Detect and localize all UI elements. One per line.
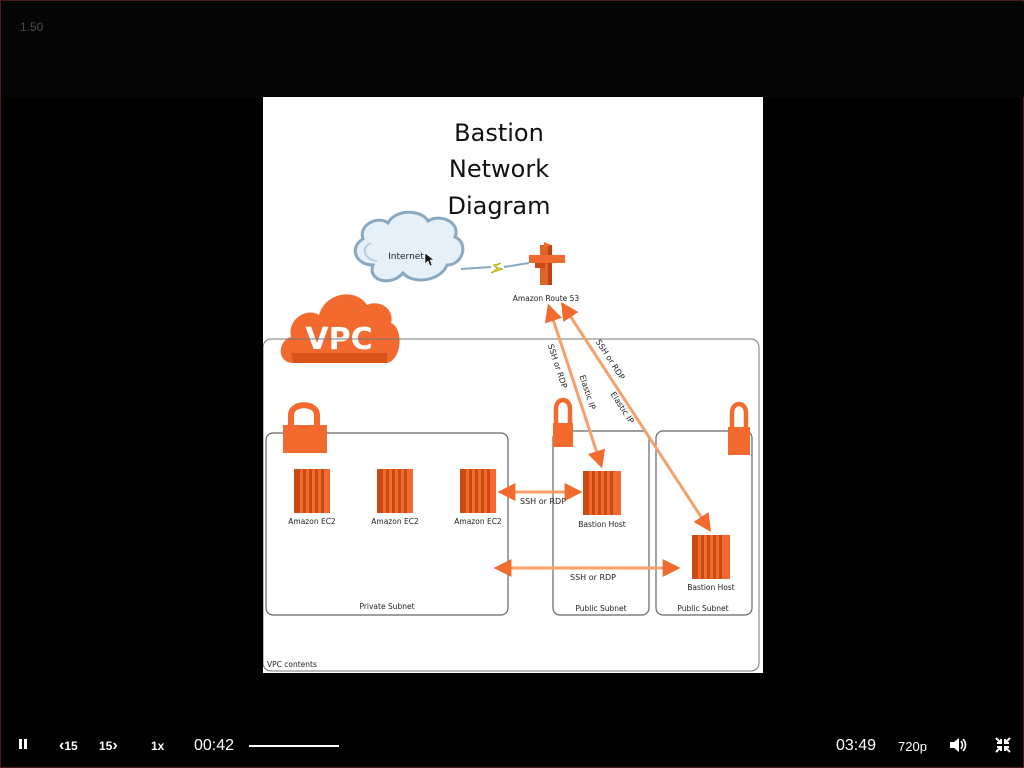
bastion-diagram: Bastion Network Diagram Internet	[263, 119, 760, 672]
volume-button[interactable]	[949, 737, 967, 753]
ec2-label-3: Amazon EC2	[454, 517, 502, 526]
ec2-icon	[294, 469, 330, 513]
video-frame[interactable]: Bastion Network Diagram Internet	[263, 97, 763, 673]
quality-button[interactable]: 720p	[898, 739, 927, 754]
private-subnet-box	[265, 432, 509, 616]
pause-icon	[19, 739, 22, 749]
public-subnet-label-1: Public Subnet	[575, 604, 626, 613]
progress-bar[interactable]	[249, 745, 339, 747]
skip-forward-button[interactable]: 15›	[99, 737, 118, 754]
public-subnet-label-2: Public Subnet	[677, 604, 728, 613]
ec2-icon	[377, 469, 413, 513]
top-bar: 1.50	[2, 2, 1024, 97]
ssh-label-horizontal-2: SSH or RDP	[570, 573, 616, 582]
vpc-container	[263, 338, 760, 672]
pause-button[interactable]	[15, 737, 31, 753]
control-bar: ‹15 15› 1x 00:42 03:49 720p	[1, 727, 1024, 765]
ec2-label-1: Amazon EC2	[288, 517, 336, 526]
vpc-cloud-icon	[280, 294, 400, 363]
bastion-host-label-2: Bastion Host	[687, 583, 735, 592]
route53-icon	[529, 242, 565, 285]
bastion-host-icon	[692, 535, 730, 579]
volume-icon	[950, 738, 967, 752]
diagram-title-line2: Network	[449, 155, 549, 183]
chevron-right-icon: ›	[112, 737, 118, 754]
diagram-title-line3: Diagram	[447, 192, 550, 220]
playback-rate-indicator: 1.50	[20, 20, 44, 34]
lock-icon	[283, 402, 327, 453]
exit-fullscreen-button[interactable]	[995, 737, 1011, 753]
ssh-label-horizontal-1: SSH or RDP	[520, 497, 566, 506]
private-subnet-label: Private Subnet	[359, 602, 414, 611]
bastion-host-label-1: Bastion Host	[578, 520, 626, 529]
diagram-title-line1: Bastion	[454, 119, 544, 147]
lock-icon	[553, 397, 573, 447]
route53-label: Amazon Route 53	[513, 294, 580, 303]
playback-rate-button[interactable]: 1x	[151, 739, 165, 753]
ec2-icon	[460, 469, 496, 513]
bastion-host-icon	[583, 471, 621, 515]
vpc-contents-label: VPC contents	[267, 660, 317, 669]
lightning-icon	[490, 262, 504, 274]
chevron-left-icon: ‹	[59, 737, 65, 754]
internet-label: Internet	[388, 252, 424, 262]
lock-icon	[728, 401, 750, 455]
skip-back-button[interactable]: ‹15	[59, 737, 78, 754]
current-time: 00:42	[194, 737, 235, 754]
diag-ssh-label-1: SSH or RDP	[546, 343, 569, 390]
ec2-label-2: Amazon EC2	[371, 517, 419, 526]
internet-cloud-icon	[353, 210, 465, 283]
exit-fullscreen-icon	[995, 737, 1011, 753]
route53-bastion2-arrow	[561, 301, 711, 533]
duration: 03:49	[836, 737, 877, 754]
mouse-cursor-icon	[424, 252, 435, 267]
